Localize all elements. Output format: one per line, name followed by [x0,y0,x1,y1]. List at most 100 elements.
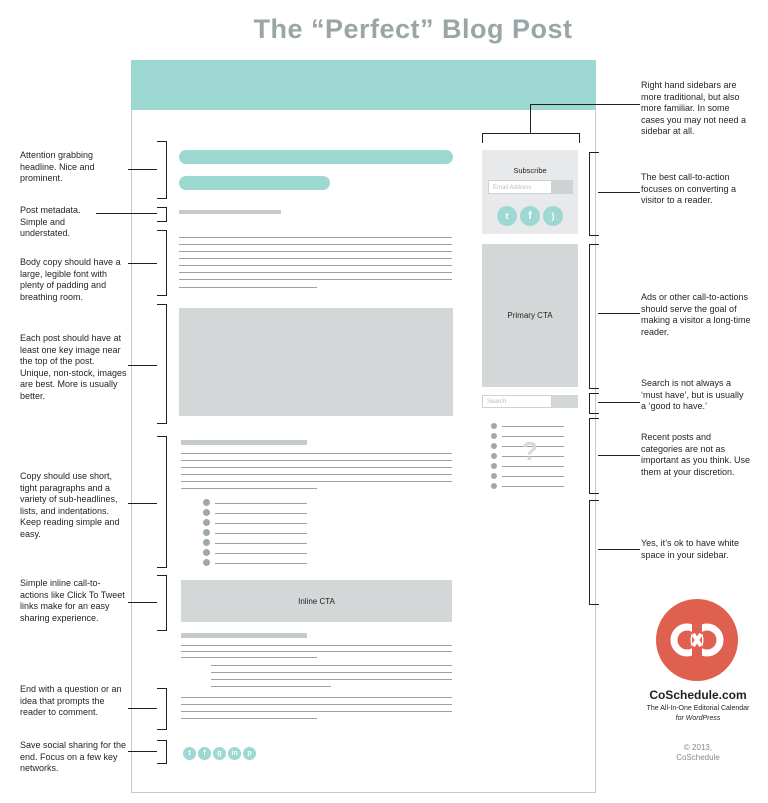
bracket-inline-cta [157,575,167,631]
list-item [215,503,307,504]
twitter-icon[interactable]: t [497,206,517,226]
question-line [181,718,317,719]
copyright-2: CoSchedule [676,753,720,762]
para-line [181,488,317,489]
connector [128,263,157,265]
linkedin-icon[interactable]: in [228,747,241,760]
pinterest-icon[interactable]: p [243,747,256,760]
bracket-metadata [157,207,167,222]
note-body-copy: Body copy should have a large, legible f… [20,257,121,302]
subscribe-label: Subscribe [513,166,547,175]
bullet-dot [491,483,497,489]
body-line [179,279,452,280]
note-social: Save social sharing for the end. Focus o… [20,740,127,773]
list-item [215,533,307,534]
bracket-search [589,393,599,414]
connector [598,192,640,194]
indented-line [211,686,331,687]
coschedule-logo [656,599,738,681]
email-field[interactable]: Email Address [488,180,552,194]
para-line [181,467,452,468]
facebook-icon[interactable]: f [520,206,540,226]
body-line [179,272,452,273]
bullet-dot [491,443,497,449]
search-button[interactable] [552,395,578,408]
para-line [181,453,452,454]
connector [530,104,532,133]
bullet-dot [491,463,497,469]
inline-cta[interactable]: Inline CTA [181,580,452,622]
note-sidebar: Right hand sidebars are more traditional… [641,80,747,136]
diagram-title: The “Perfect” Blog Post [253,14,573,44]
copyright: © 2013, [683,743,713,752]
page-header-bar [131,60,596,110]
logo-mark [670,623,724,657]
note-best-cta: The best call-to-action focuses on conve… [641,172,737,205]
headline-line-2 [179,176,330,190]
closing-sub-headline [181,633,307,638]
brand-name: CoSchedule.com [649,688,747,702]
body-line [179,251,452,252]
bullet-dot [203,549,210,556]
search-input[interactable]: Search [482,395,552,408]
body-line [179,258,452,259]
bracket-primary-cta [589,244,599,389]
connector [128,365,157,367]
connector [128,503,157,505]
list-item [215,553,307,554]
list-item [215,563,307,564]
closing-line [181,645,452,646]
closing-line [181,657,317,658]
bullet-dot [203,539,210,546]
note-white-space: Yes, it’s ok to have white space in your… [641,538,740,560]
bracket-copy [157,436,167,568]
twitter-icon[interactable]: t [183,747,196,760]
indented-line [211,679,452,680]
note-search: Search is not always a ‘must have’, but … [641,378,744,411]
bullet-dot [203,499,210,506]
connector [128,602,157,604]
body-line [179,287,317,288]
list-item [502,426,564,427]
list-item [215,523,307,524]
facebook-icon[interactable]: f [198,747,211,760]
bracket-body [157,230,167,296]
connector [598,455,640,457]
question-line [181,711,452,712]
indented-line [211,665,452,666]
connector [128,708,157,710]
bracket-sidebar-top [482,133,580,143]
para-line [181,460,452,461]
bullet-dot [203,559,210,566]
headline-line-1 [179,150,453,164]
para-line [181,481,452,482]
primary-cta[interactable]: Primary CTA [482,244,578,387]
subscribe-button[interactable] [552,180,573,194]
connector [598,549,640,551]
connector [96,213,157,215]
rss-icon[interactable]: ) [543,206,563,226]
bracket-subscribe [589,152,599,236]
list-item [215,543,307,544]
body-line [179,265,452,266]
question-line [181,704,452,705]
connector [128,169,157,171]
note-inline-cta: Simple inline call-to-actions like Click… [20,578,125,623]
bracket-white-space [589,500,599,605]
bullet-dot [203,529,210,536]
note-copy-style: Copy should use short, tight paragraphs … [20,471,120,539]
bullet-dot [491,433,497,439]
note-headline: Attention grabbing headline. Nice and pr… [20,150,95,183]
connector [598,402,640,404]
note-ads: Ads or other call-to-actions should serv… [641,292,751,337]
indented-line [211,672,452,673]
list-item [502,446,564,447]
brand-tagline-2: for WordPress [675,715,721,722]
bracket-social [157,740,167,764]
bullet-dot [491,423,497,429]
google-plus-icon[interactable]: g [213,747,226,760]
note-ending: End with a question or an idea that prom… [20,684,122,717]
list-item [502,466,564,467]
list-item [215,513,307,514]
body-line [179,244,452,245]
